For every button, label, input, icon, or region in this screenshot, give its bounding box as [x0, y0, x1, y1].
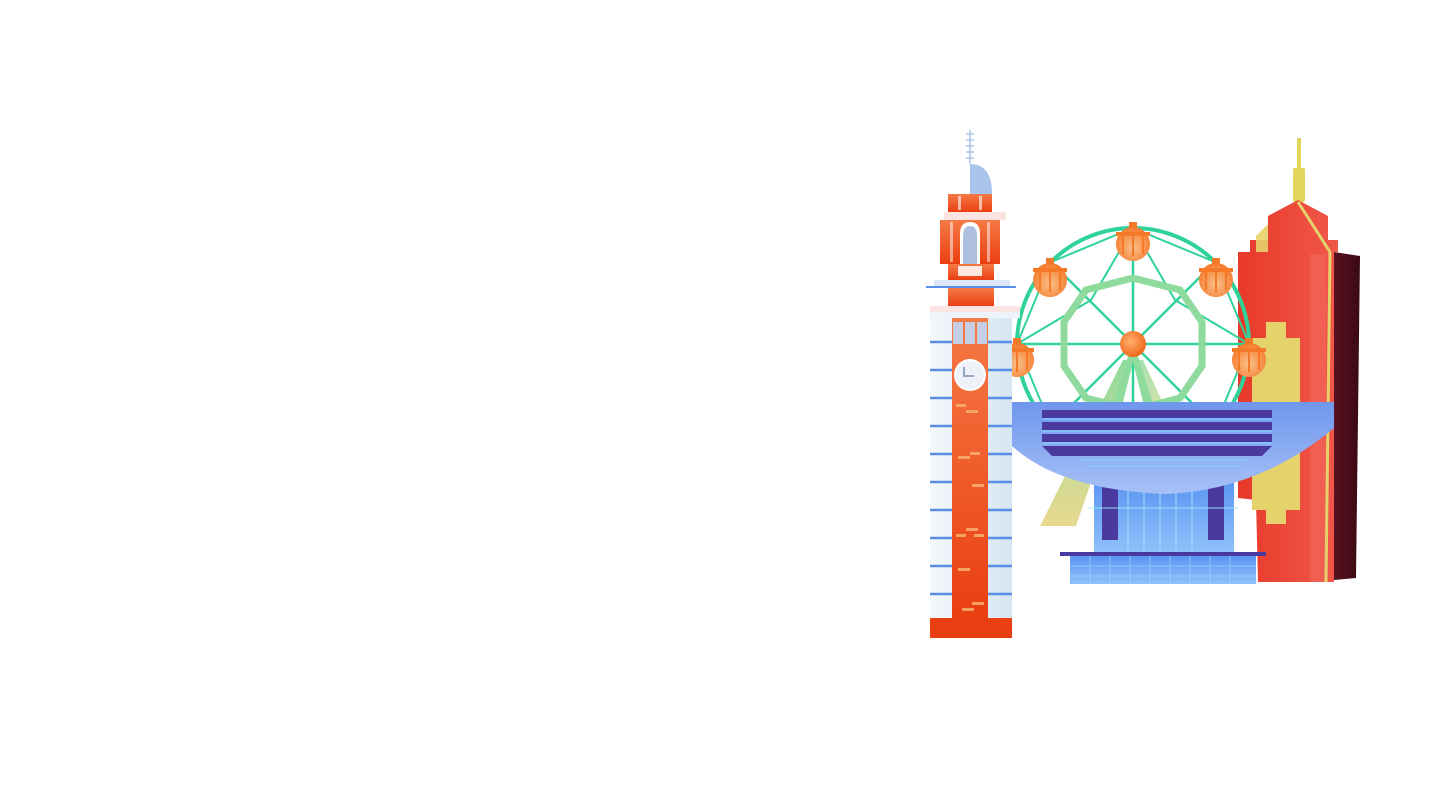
- wheel-hub: [1120, 331, 1146, 357]
- cabin: [1232, 338, 1266, 377]
- cabin: [1033, 258, 1067, 297]
- convention-building: [1012, 402, 1334, 584]
- tower-dome: [948, 164, 992, 194]
- skyscraper-spire: [1297, 138, 1301, 174]
- cabin: [1199, 258, 1233, 297]
- clock-tower: [926, 130, 1020, 638]
- cabin: [1116, 222, 1150, 261]
